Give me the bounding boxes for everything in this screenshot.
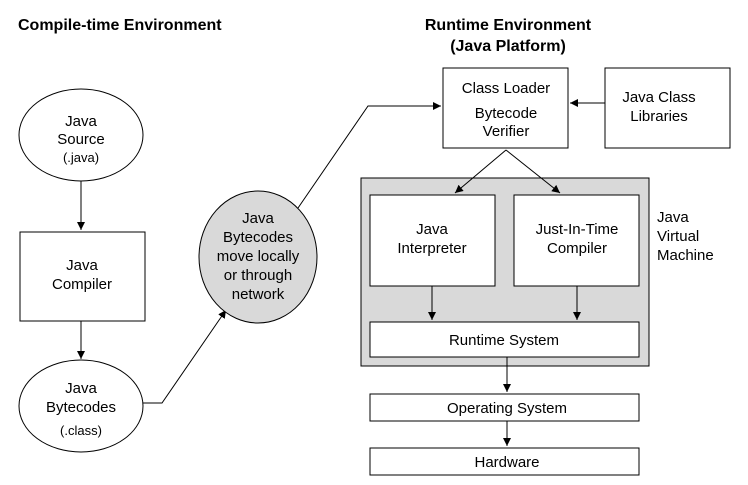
class-libraries-label-1: Java Class bbox=[622, 89, 695, 106]
transfer-label-1: Java bbox=[242, 210, 274, 227]
runtime-system-node bbox=[369, 321, 640, 358]
runtime-header-line2: (Java Platform) bbox=[450, 38, 566, 55]
runtime-system-label: Runtime System bbox=[449, 332, 559, 349]
hardware-node bbox=[369, 447, 640, 476]
transfer-label-4: or through bbox=[224, 267, 292, 284]
jvm-label-2: Virtual bbox=[657, 228, 699, 245]
class-loader-label: Class Loader bbox=[462, 80, 550, 97]
java-bytecodes-label-3: (.class) bbox=[60, 423, 102, 438]
class-loader-verifier-node bbox=[442, 67, 569, 149]
arrow-transfer-to-classloader bbox=[297, 102, 441, 209]
transfer-label-2: Bytecodes bbox=[223, 229, 293, 246]
bytecode-verifier-label-1: Bytecode bbox=[475, 105, 538, 122]
java-bytecodes-node bbox=[18, 359, 144, 453]
interpreter-label-2: Interpreter bbox=[397, 240, 466, 257]
java-source-label-3: (.java) bbox=[63, 150, 99, 165]
hardware-label: Hardware bbox=[474, 454, 539, 471]
operating-system-node bbox=[369, 393, 640, 422]
jvm-label-1: Java bbox=[657, 209, 689, 226]
jvm-label-3: Machine bbox=[657, 247, 714, 264]
runtime-header-line1: Runtime Environment bbox=[425, 17, 592, 34]
transfer-label-3: move locally bbox=[217, 248, 300, 265]
java-class-libraries-node bbox=[604, 67, 731, 149]
bytecodes-transfer-node bbox=[198, 190, 318, 324]
bytecode-verifier-label-2: Verifier bbox=[483, 123, 530, 140]
jit-compiler-node bbox=[513, 194, 640, 287]
jit-label-2: Compiler bbox=[547, 240, 607, 257]
interpreter-label-1: Java bbox=[416, 221, 448, 238]
java-source-label-1: Java bbox=[65, 113, 97, 130]
java-compiler-label-1: Java bbox=[66, 257, 98, 274]
arrow-bytecodes-to-transfer bbox=[143, 309, 227, 404]
java-source-label-2: Source bbox=[57, 131, 105, 148]
jit-label-1: Just-In-Time bbox=[536, 221, 619, 238]
class-libraries-label-2: Libraries bbox=[630, 108, 688, 125]
transfer-label-5: network bbox=[232, 286, 285, 303]
java-bytecodes-label-1: Java bbox=[65, 380, 97, 397]
arrow-classloader-to-interpreter bbox=[454, 149, 507, 194]
java-bytecodes-label-2: Bytecodes bbox=[46, 399, 116, 416]
java-compiler-node bbox=[19, 231, 146, 322]
arrow-classloader-to-jit bbox=[505, 149, 561, 194]
operating-system-label: Operating System bbox=[447, 400, 567, 417]
java-compiler-label-2: Compiler bbox=[52, 276, 112, 293]
compile-time-header: Compile-time Environment bbox=[18, 17, 222, 34]
